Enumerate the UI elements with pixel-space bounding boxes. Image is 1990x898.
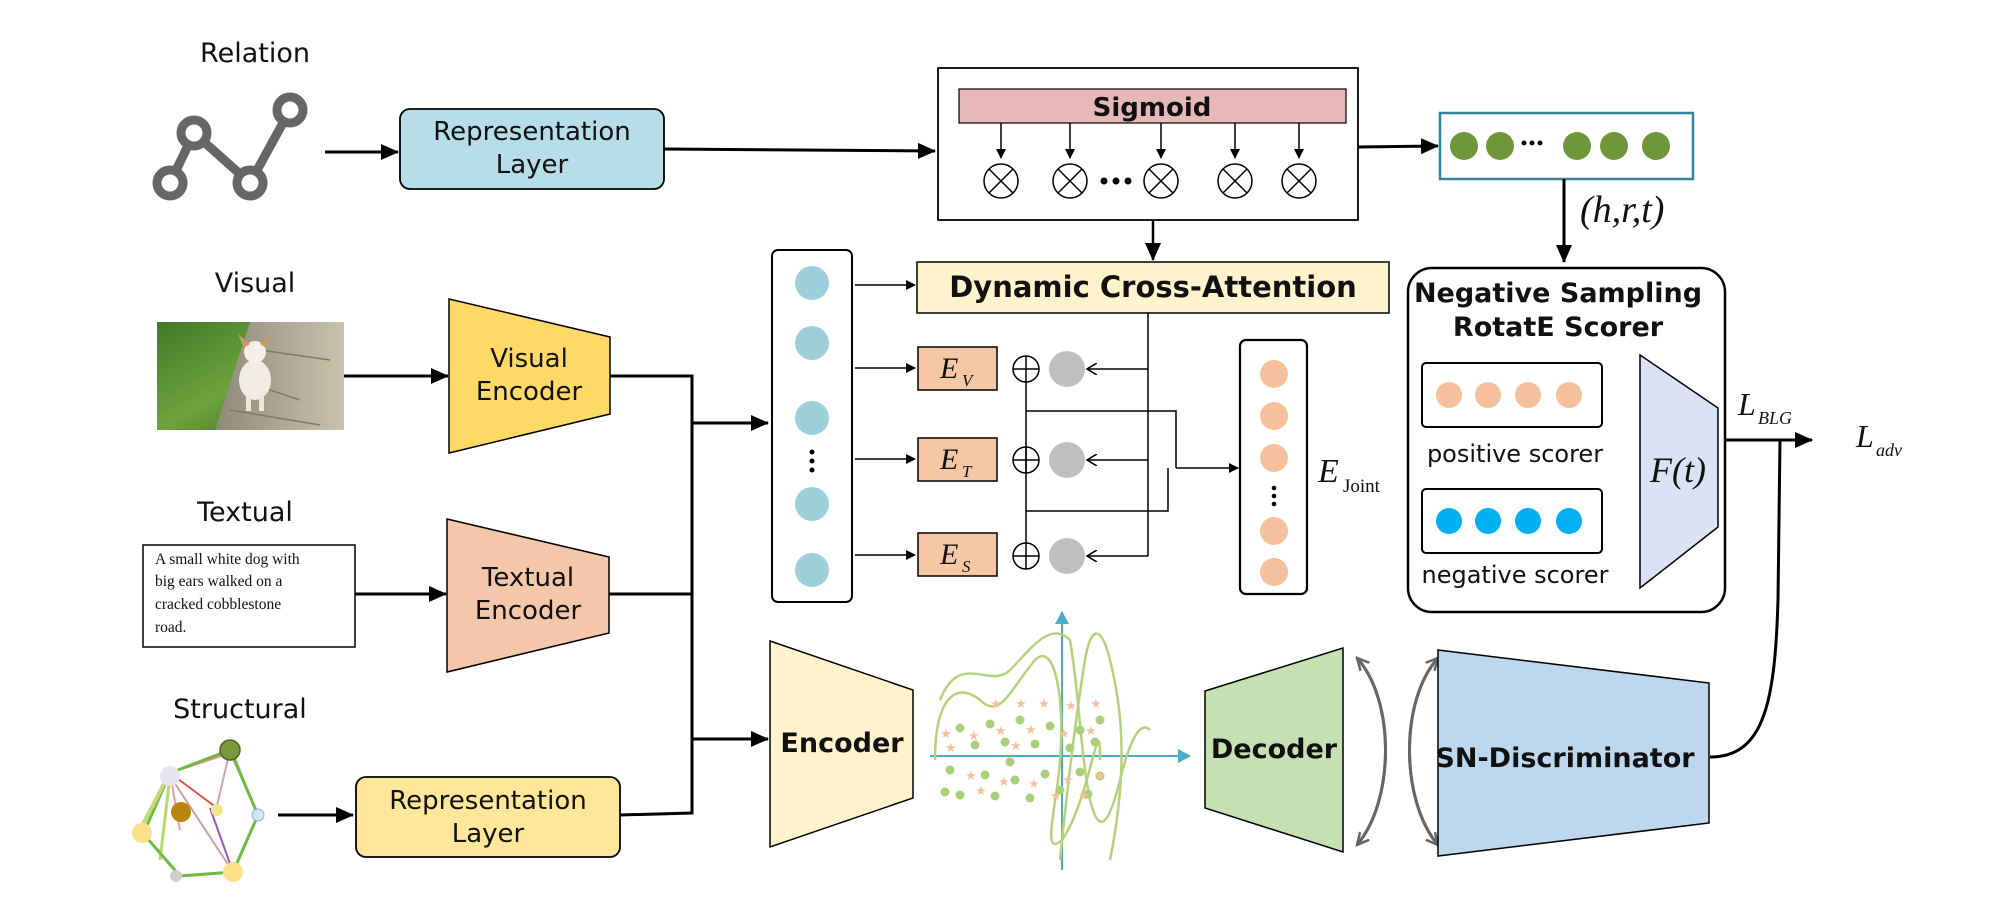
svg-text:★: ★	[1025, 723, 1037, 738]
svg-text:★: ★	[1015, 697, 1027, 712]
ev-subscript: V	[962, 371, 975, 390]
triple-label: (h,r,t)	[1580, 189, 1664, 231]
feature-vector-column	[771, 249, 853, 603]
representation-layer-bottom: Representation Layer	[355, 776, 621, 858]
decoder-discriminator-arrows	[1357, 658, 1438, 845]
rep-bottom-line2: Layer	[452, 819, 525, 849]
svg-text:★: ★	[1085, 724, 1097, 739]
svg-text:★: ★	[1028, 777, 1040, 792]
caption-line-3: cracked cobblestone	[155, 596, 281, 613]
svg-text:★: ★	[990, 697, 1002, 712]
scorer-title-line2: RotatE Scorer	[1453, 312, 1664, 343]
sigmoid-bar	[958, 88, 1347, 124]
gate-ellipsis	[1100, 177, 1132, 185]
svg-text:★: ★	[975, 784, 987, 799]
representation-layer-top: Representation Layer	[399, 108, 665, 190]
visual-encoder-line1: Visual	[490, 344, 568, 374]
dynamic-attention-label: Dynamic Cross-Attention	[949, 270, 1357, 304]
merge-bus	[609, 374, 769, 817]
svg-text:★: ★	[1058, 727, 1070, 742]
caption-line-4: road.	[155, 619, 186, 636]
relation-label: Relation	[200, 38, 310, 69]
rep-bottom-line1: Representation	[389, 786, 586, 816]
svg-text:★: ★	[1062, 773, 1074, 788]
svg-text:★: ★	[968, 729, 980, 744]
textual-encoder: Textual Encoder	[446, 518, 610, 673]
textual-label: Textual	[196, 497, 293, 528]
visual-encoder: Visual Encoder	[448, 298, 611, 454]
ft-label: F(t)	[1649, 450, 1706, 490]
dynamic-cross-attention-block: Dynamic Cross-Attention	[916, 261, 1390, 314]
positive-scorer-label: positive scorer	[1427, 440, 1603, 468]
svg-text:★: ★	[965, 769, 977, 784]
visual-encoder-line2: Encoder	[476, 377, 583, 407]
es-box: E S	[917, 532, 998, 577]
ev-symbol: E	[939, 352, 958, 385]
ladv-subscript: adv	[1876, 440, 1902, 460]
vae-decoder: Decoder	[1204, 646, 1344, 854]
caption-box: A small white dog with big ears walked o…	[142, 544, 356, 648]
svg-text:★: ★	[940, 727, 952, 742]
dog-photo-image	[157, 322, 344, 430]
discriminator-to-loss-curve	[1709, 439, 1782, 759]
joint-fusion-lines	[1025, 382, 1239, 543]
rep-top-line2: Layer	[496, 150, 569, 180]
svg-text:★: ★	[1038, 697, 1050, 712]
caption-line-1: A small white dog with	[155, 551, 300, 568]
sn-discriminator: SN-Discriminator	[1435, 649, 1710, 857]
textual-encoder-line1: Textual	[481, 563, 574, 593]
latent-space-plot: ★★★ ★★★ ★★★ ★★★ ★★★ ★★★ ★★★	[930, 611, 1191, 870]
svg-text:★: ★	[1065, 699, 1077, 714]
svg-text:★: ★	[1094, 769, 1106, 784]
vae-encoder: Encoder	[769, 639, 914, 849]
relation-graph-icon	[152, 92, 308, 201]
svg-text:★: ★	[1050, 789, 1062, 804]
negative-scorer-label: negative scorer	[1422, 561, 1609, 589]
gated-output-vector	[1438, 111, 1695, 181]
svg-text:★: ★	[998, 775, 1010, 790]
attention-weight-dots	[1049, 351, 1085, 574]
negative-scorer-box	[1421, 488, 1603, 554]
attention-distribution-lines	[1087, 313, 1149, 556]
joint-embedding-column	[1238, 338, 1309, 596]
column-to-modalities-arrows	[855, 280, 916, 560]
sigmoid-gate-block: Sigmoid	[937, 67, 1359, 221]
svg-text:★: ★	[1090, 697, 1102, 712]
ft-trapezoid	[1639, 353, 1719, 590]
scorer-title-line1: Negative Sampling	[1414, 278, 1702, 309]
ev-box: E V	[917, 346, 998, 391]
multiply-gates	[983, 163, 1317, 199]
structural-label: Structural	[173, 694, 307, 725]
ejoint-symbol: E	[1317, 453, 1339, 490]
structural-graph-icon	[132, 739, 265, 882]
ejoint-subscript: Joint	[1343, 476, 1381, 497]
et-subscript: T	[962, 462, 973, 481]
visual-label: Visual	[215, 268, 296, 299]
caption-line-2: big ears walked on a	[155, 573, 283, 590]
lblg-subscript: BLG	[1758, 408, 1792, 428]
encoder-label: Encoder	[780, 728, 904, 759]
rep-to-sigmoid-arrow	[663, 142, 936, 159]
svg-text:★: ★	[1078, 789, 1090, 804]
sigmoid-to-output-arrow	[1357, 138, 1439, 155]
et-symbol: E	[939, 443, 958, 476]
discriminator-label: SN-Discriminator	[1435, 743, 1695, 774]
decoder-label: Decoder	[1211, 734, 1338, 765]
svg-text:★: ★	[1010, 739, 1022, 754]
es-symbol: E	[939, 538, 958, 571]
es-subscript: S	[962, 557, 971, 576]
svg-text:★: ★	[995, 724, 1007, 739]
positive-scorer-box	[1421, 362, 1603, 428]
lblg-symbol: L	[1737, 386, 1756, 422]
negative-sampling-scorer: Negative Sampling RotatE Scorer positive…	[1406, 266, 1727, 614]
textual-encoder-line2: Encoder	[475, 596, 582, 626]
sigmoid-label: Sigmoid	[1093, 93, 1212, 123]
et-box: E T	[917, 437, 998, 482]
svg-text:★: ★	[945, 741, 957, 756]
rep-top-line1: Representation	[433, 117, 630, 147]
ladv-symbol: L	[1855, 418, 1874, 454]
